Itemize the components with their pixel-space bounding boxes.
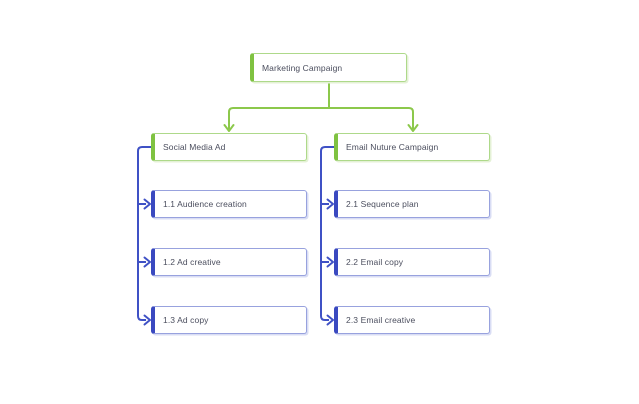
node-audience-creation: 1.1 Audience creation [151, 190, 307, 218]
node-label: Social Media Ad [163, 142, 226, 152]
node-marketing-campaign: Marketing Campaign [250, 53, 407, 82]
blue-left-bracket-line [137, 146, 151, 321]
blue-right-bracket-line [320, 146, 334, 321]
node-social-media-ad: Social Media Ad [151, 133, 307, 161]
node-label: 1.1 Audience creation [163, 199, 247, 209]
arrow-right-icon [326, 314, 334, 326]
arrow-right-icon [326, 256, 334, 268]
node-sequence-plan: 2.1 Sequence plan [334, 190, 490, 218]
arrow-right-icon [326, 198, 334, 210]
arrow-right-icon [143, 256, 151, 268]
arrow-down-left-icon [223, 124, 235, 132]
node-label: 1.3 Ad copy [163, 315, 209, 325]
node-label: 2.1 Sequence plan [346, 199, 419, 209]
node-email-nuture-campaign: Email Nuture Campaign [334, 133, 490, 161]
node-label: Email Nuture Campaign [346, 142, 439, 152]
node-label: 2.3 Email creative [346, 315, 416, 325]
arrow-right-icon [143, 198, 151, 210]
node-ad-creative: 1.2 Ad creative [151, 248, 307, 276]
node-label: 2.2 Email copy [346, 257, 404, 267]
node-email-creative: 2.3 Email creative [334, 306, 490, 334]
arrow-down-right-icon [407, 124, 419, 132]
node-label: 1.2 Ad creative [163, 257, 221, 267]
node-email-copy: 2.2 Email copy [334, 248, 490, 276]
green-branch-rail-line [228, 107, 414, 129]
node-ad-copy: 1.3 Ad copy [151, 306, 307, 334]
node-label: Marketing Campaign [262, 62, 343, 73]
arrow-right-icon [143, 314, 151, 326]
